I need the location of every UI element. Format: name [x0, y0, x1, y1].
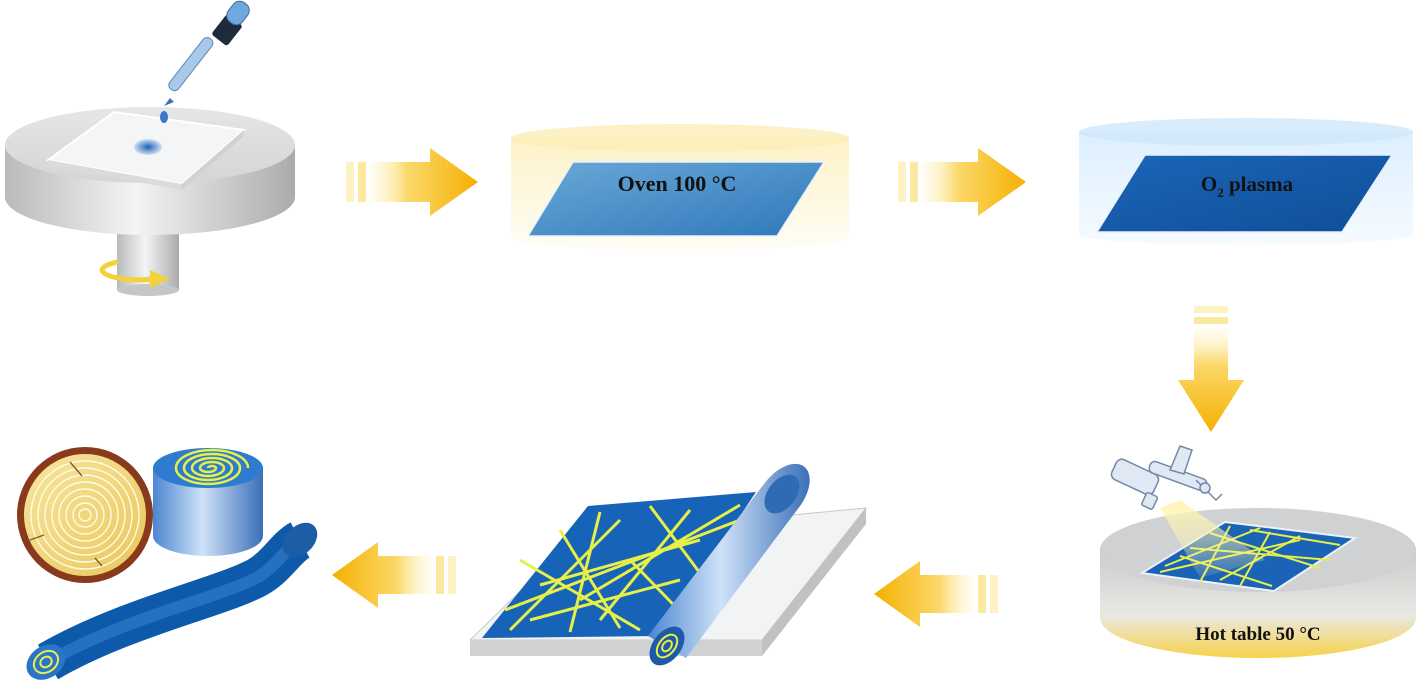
hot-table-label: Hot table 50 °C	[1195, 624, 1320, 645]
arrow-down	[1178, 306, 1244, 432]
arrow-left-2	[332, 542, 456, 608]
oven-substrate	[526, 161, 826, 237]
rotation-arrow-icon	[99, 259, 170, 288]
plasma-substrate	[1095, 154, 1394, 233]
rolling-nanowires	[504, 503, 741, 634]
fiber-step	[17, 447, 318, 680]
oven-step: Oven 100 °C	[511, 124, 849, 250]
polymer-drop	[134, 139, 162, 155]
spray-cone	[1160, 500, 1265, 578]
spiral-cylinder	[153, 448, 263, 556]
roll-cylinder	[648, 463, 810, 666]
dropper-icon	[160, 0, 250, 123]
hot-table-step: Hot table 50 °C	[1100, 445, 1416, 658]
oven-label: Oven 100 °C	[618, 171, 737, 196]
plasma-label: O2 plasma	[1201, 172, 1294, 200]
arrow-right-1	[346, 148, 478, 216]
spin-coater	[5, 0, 295, 296]
flexible-fiber	[26, 522, 318, 680]
arrow-right-2	[898, 148, 1026, 216]
rolling-step	[468, 463, 868, 666]
tree-ring-icon	[17, 447, 153, 583]
spray-gun-icon	[1110, 445, 1223, 510]
plasma-step: O2 plasma	[1079, 118, 1413, 246]
arrow-left-1	[874, 561, 998, 627]
